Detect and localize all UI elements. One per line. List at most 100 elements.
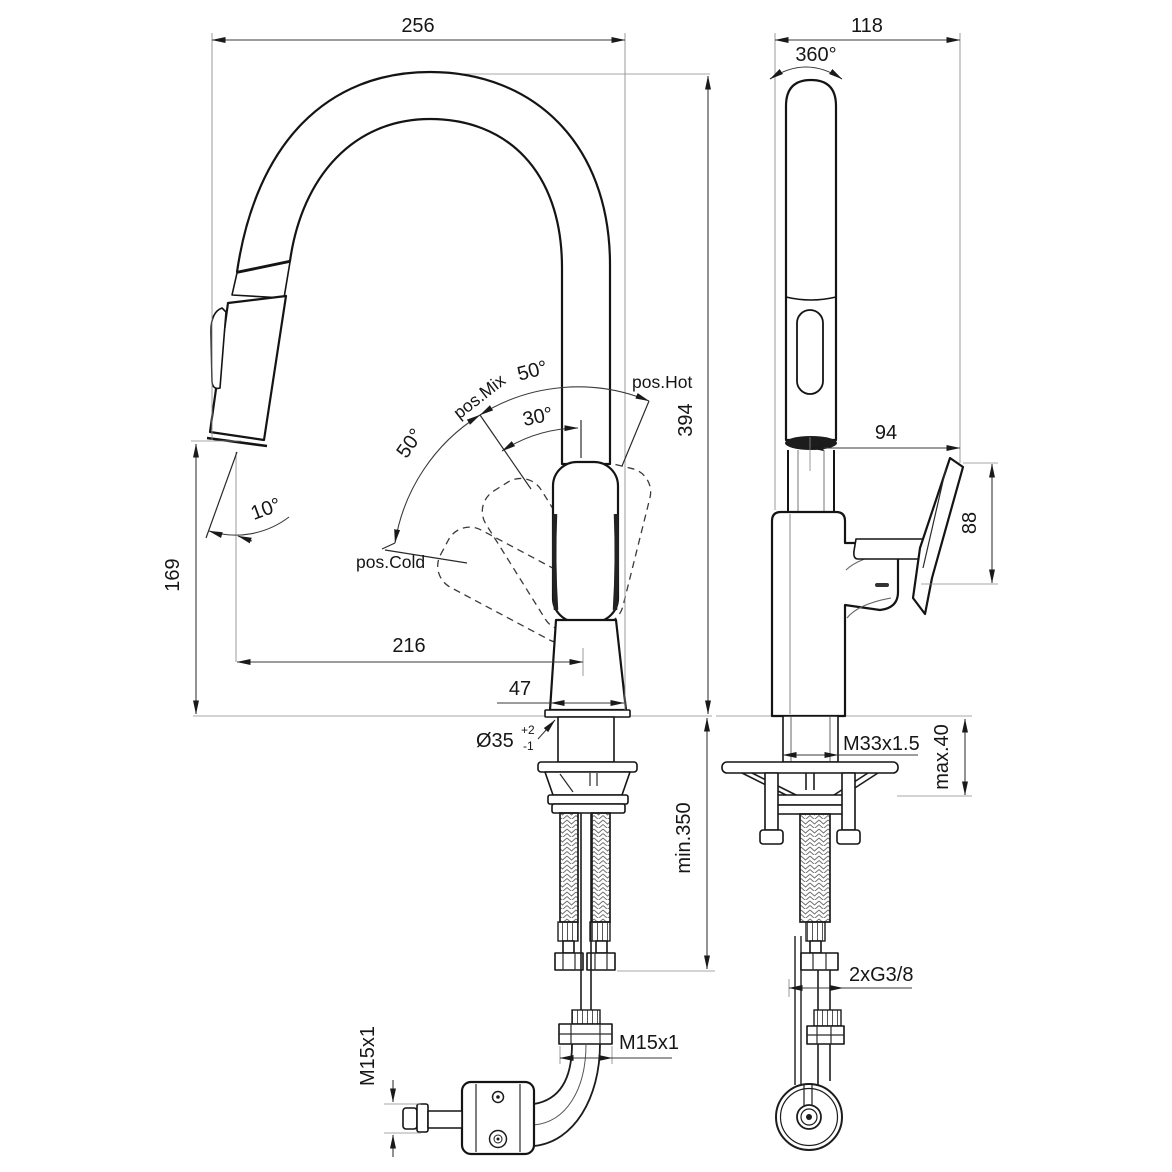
- hose-ferrule-left: [557, 921, 579, 942]
- dim-label-10deg: 10°: [248, 494, 284, 525]
- dim-label-max40: max.40: [931, 724, 953, 790]
- dim-label-hole-dia: Ø35: [476, 730, 514, 752]
- dim-label-47: 47: [509, 678, 531, 700]
- sprayhead-joint-line: [785, 296, 837, 301]
- collar-ring-upper-side: [765, 794, 855, 806]
- outlet-nipple-ring: [416, 1103, 429, 1133]
- dim-spout-height: 169: [162, 440, 241, 715]
- mounting-stud-right: [841, 772, 856, 831]
- braided-hose-side: [799, 813, 831, 923]
- grip-shade-left: [551, 513, 559, 611]
- cold-arc-tail: [381, 542, 396, 550]
- handle-grip-front: [551, 460, 620, 624]
- dim-tilt-angle: 10°: [205, 451, 290, 662]
- grip-shade-right: [612, 513, 620, 611]
- dim-label-min350: min.350: [673, 802, 695, 873]
- lever-handle-side: [853, 456, 965, 616]
- body-index-dash: [875, 583, 889, 587]
- dim-spout-reach: 216: [236, 635, 584, 676]
- body-column: [548, 618, 628, 712]
- side-view: 118 360° 94 88 M33x1.5 max.40: [716, 15, 998, 1151]
- stud-foot-right: [836, 829, 861, 845]
- thread-label-m33: M33x1.5: [843, 733, 920, 755]
- dim-handle-height: 88: [921, 462, 998, 585]
- flange-plate-front: [537, 761, 638, 773]
- coiled-hose: [775, 1083, 843, 1151]
- hose-neck-right: [595, 940, 608, 954]
- handle-blade: [911, 456, 965, 616]
- flange-plate-side: [721, 761, 899, 774]
- outlet-nipple-tube: [427, 1110, 463, 1129]
- faucet-body-column-front: [544, 618, 631, 718]
- hot-position-line: [621, 400, 650, 467]
- dim-label-hole-tol-minus: -1: [523, 739, 534, 753]
- pos-hot-label: pos.Hot: [632, 372, 692, 392]
- dim-body-width: 47: [497, 678, 625, 706]
- dim-min-hose-length: min.350: [617, 717, 715, 972]
- dim-hole-diameter: Ø35 +2 -1: [476, 719, 556, 753]
- handle-ghost-cold: [437, 526, 594, 644]
- arc-mix-to-hot: [479, 386, 650, 416]
- body-fillet-lower: [846, 597, 892, 619]
- swivel-arc: [769, 66, 843, 80]
- weight-screw-top-dot: [496, 1095, 500, 1099]
- hose-nut-left: [554, 952, 584, 971]
- hose-neck-side: [809, 940, 822, 954]
- outlet-nipple-cap: [402, 1107, 418, 1130]
- shank-front: [557, 716, 615, 763]
- thread-label-m15-vertical: M15x1: [357, 1026, 379, 1086]
- thread-label-g38: 2xG3/8: [849, 964, 913, 986]
- hose-ferrule-side: [805, 921, 826, 942]
- spout-column-outline: [784, 78, 838, 442]
- stud-foot-left: [759, 829, 784, 845]
- flange-struts: [741, 772, 879, 796]
- dim-swivel-angle: 360°: [769, 44, 843, 80]
- mounting-shank-front: [537, 716, 638, 814]
- angle-arrow: [237, 535, 253, 544]
- dim-overall-width: 256: [211, 15, 626, 710]
- tilt-axis-line: [205, 451, 238, 539]
- handle-ghost-positions: [437, 463, 652, 644]
- pos-cold-label: pos.Cold: [356, 552, 425, 572]
- dim-label-118: 118: [851, 15, 883, 37]
- spout-arch: [235, 70, 612, 466]
- braided-hose-right: [591, 812, 611, 923]
- front-view: 256 394 169 10° 216 47: [162, 15, 715, 1157]
- supply-hoses-front: [554, 812, 616, 971]
- angle-label-50-top: 50°: [515, 357, 550, 386]
- hose-bend-outer: [533, 1043, 601, 1147]
- spray-outlet-edge: [206, 436, 268, 448]
- dim-hose-nut-thread: M15x1: [559, 1032, 679, 1064]
- body-base-plinth: [544, 709, 631, 718]
- cold-position-line: [384, 549, 468, 564]
- collar-ring-upper-front: [547, 794, 629, 805]
- dim-max-deck: max.40: [897, 718, 972, 797]
- dim-outlet-thread: M15x1: [357, 1026, 421, 1157]
- hose-bend-inner: [533, 1043, 573, 1105]
- dim-label-hole-tol-plus: +2: [521, 723, 535, 737]
- supply-hose-side: [775, 813, 845, 1151]
- sprayhead-window: [796, 309, 824, 395]
- braided-hose-left: [559, 812, 579, 923]
- angle-arc: [208, 516, 290, 538]
- dim-handle-reach: 94: [809, 422, 961, 471]
- dim-overall-depth: 118: [774, 15, 961, 510]
- mounting-shank-side: [721, 715, 899, 845]
- mounting-stud-left: [764, 772, 779, 831]
- mix-position-line: [479, 414, 532, 490]
- collar-ring-lower-front: [551, 803, 626, 814]
- hose-weight-assembly: [402, 1080, 536, 1156]
- dim-label-94: 94: [875, 422, 897, 444]
- dim-supply-thread: 2xG3/8: [788, 964, 913, 997]
- dim-label-169: 169: [162, 558, 184, 591]
- angle-label-360: 360°: [795, 44, 836, 66]
- dim-label-394: 394: [675, 403, 697, 436]
- supply-ferrule-2: [813, 1009, 842, 1027]
- hose-neck-left: [562, 940, 575, 954]
- cone-strut: [559, 773, 574, 793]
- angle-label-50-left: 50°: [392, 425, 427, 462]
- arc-cold-to-mix: [394, 414, 481, 544]
- angle-label-30: 30°: [521, 403, 555, 431]
- dim-label-88: 88: [959, 512, 981, 534]
